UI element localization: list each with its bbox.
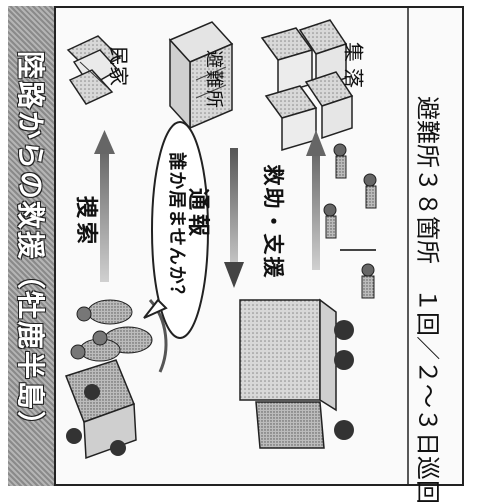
report-arrow: [224, 148, 244, 288]
soldiers-icon: [70, 298, 168, 373]
speech-bubble-text: 誰か居ませんか？: [166, 152, 187, 304]
house-icon: [66, 35, 122, 105]
title-bar: [8, 6, 56, 486]
house-label: 民家: [106, 46, 131, 86]
search-label: 捜索: [73, 195, 98, 249]
rescuers-icon: [323, 143, 377, 299]
search-arrow: [94, 130, 115, 282]
jeep-icon: [65, 359, 137, 460]
footer-note: 避難所３８箇所 １回／２〜３日巡回: [413, 96, 442, 504]
rescue-arrow: [306, 130, 326, 270]
truck-icon: [239, 298, 354, 449]
village-label: 集落: [341, 42, 366, 94]
village-houses-icon: [260, 19, 354, 152]
shelter-label: 避難所: [203, 50, 224, 110]
speech-bubble: [143, 121, 209, 339]
rescue-label: 救助・支援: [261, 164, 285, 280]
